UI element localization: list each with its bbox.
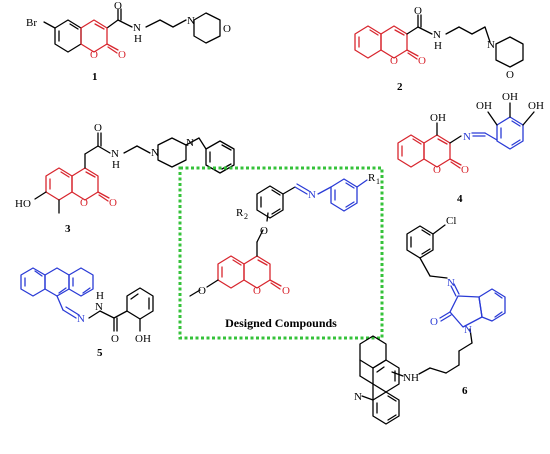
ether-oxygen-label: O (260, 225, 268, 237)
compound-3-structure: O N H N N HO O O 3 (15, 122, 235, 235)
compound-number-4: 4 (457, 193, 463, 205)
imine-nitrogen-label: N (463, 131, 471, 143)
r2-subscript: 2 (244, 212, 248, 221)
lactone-oxygen-label: O (109, 197, 117, 209)
hydrazone-nitrogen-label: N (77, 313, 85, 325)
ring-oxygen-label: O (90, 49, 98, 61)
compound-6-structure: Cl N O N NH N 6 (354, 215, 506, 425)
ring-oxygen-label: O (390, 55, 398, 67)
carbonyl-oxygen-label: O (94, 122, 102, 134)
hydroxyl-label: OH (135, 333, 151, 345)
hydrazide-nitrogen-label: N (95, 301, 103, 313)
hydroxyl-label: OH (430, 112, 446, 124)
amine-nh-label: NH (403, 372, 419, 384)
lactone-oxygen-label: O (461, 164, 469, 176)
amide-nitrogen-label: N (133, 22, 141, 34)
compound-number-5: 5 (97, 347, 103, 359)
acridine-nitrogen-label: N (354, 391, 362, 403)
compound-1-structure: Br O N H N O O O 1 (26, 0, 231, 83)
compound-number-3: 3 (65, 223, 71, 235)
r1-subscript: 1 (376, 177, 380, 186)
methoxy-oxygen-label: O (198, 285, 206, 297)
compound-2-structure: O N H N O O O 2 (354, 5, 524, 93)
piperazine-nitrogen-label: N (186, 137, 194, 149)
imine-nitrogen-label: N (447, 277, 455, 289)
amide-hydrogen-label: H (434, 40, 442, 52)
ring-oxygen-label: O (433, 164, 441, 176)
hydroxyl-label: HO (15, 198, 31, 210)
morpholine-nitrogen-label: N (187, 15, 195, 27)
hydroxyl-label: OH (528, 100, 544, 112)
compound-number-6: 6 (462, 385, 468, 397)
hydroxyl-label: OH (476, 100, 492, 112)
carbonyl-oxygen-label: O (430, 316, 438, 328)
compound-4-structure: OH N OH OH OH O O 4 (397, 91, 544, 205)
ring-oxygen-label: O (80, 197, 88, 209)
morpholine-nitrogen-label: N (487, 39, 495, 51)
piperazine-nitrogen-label: N (151, 147, 159, 159)
amide-hydrogen-label: H (112, 159, 120, 171)
designed-compounds-box (178, 166, 384, 340)
designed-compound-structure: O O N R 2 R 1 O O (189, 172, 380, 297)
chlorine-atom-label: Cl (446, 215, 456, 227)
r1-substituent-label: R (368, 172, 376, 184)
amide-nitrogen-label: N (433, 29, 441, 41)
compound-number-1: 1 (92, 71, 98, 83)
carbonyl-oxygen-label: O (114, 0, 122, 12)
bromine-atom-label: Br (26, 17, 37, 29)
compound-5-structure: N N H O OH 5 (20, 267, 154, 359)
lactone-oxygen-label: O (118, 49, 126, 61)
imine-nitrogen-label: N (308, 189, 316, 201)
designed-compounds-caption: Designed Compounds (225, 316, 337, 330)
isatin-nitrogen-label: N (464, 324, 472, 336)
carbonyl-oxygen-label: O (414, 5, 422, 17)
hydrazide-hydrogen-label: H (96, 290, 104, 302)
ring-oxygen-label: O (253, 285, 261, 297)
r2-substituent-label: R (236, 207, 244, 219)
morpholine-oxygen-label: O (506, 69, 514, 81)
carbonyl-oxygen-label: O (111, 333, 119, 345)
lactone-oxygen-label: O (418, 55, 426, 67)
amide-nitrogen-label: N (111, 148, 119, 160)
hydroxyl-label: OH (502, 91, 518, 103)
morpholine-oxygen-label: O (223, 23, 231, 35)
compound-number-2: 2 (397, 81, 403, 93)
amide-hydrogen-label: H (134, 33, 142, 45)
lactone-oxygen-label: O (282, 285, 290, 297)
